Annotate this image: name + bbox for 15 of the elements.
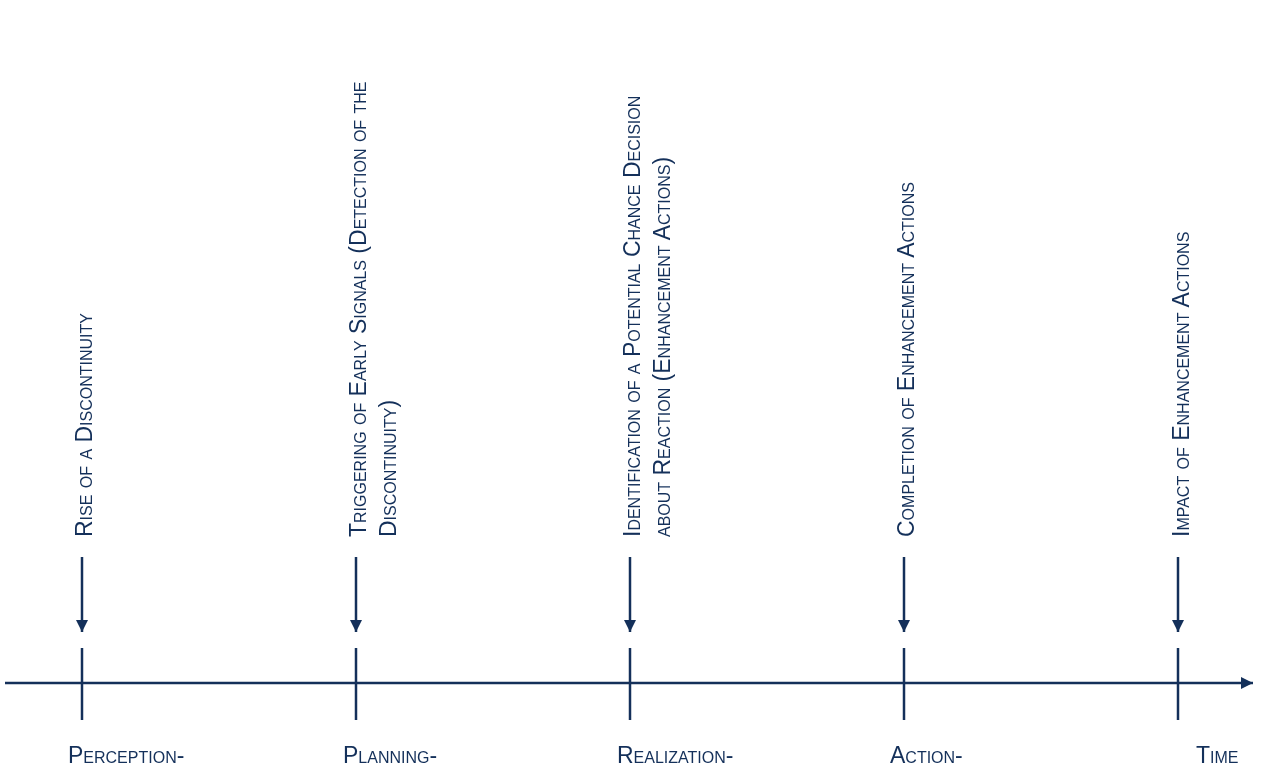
arrow — [349, 557, 363, 632]
event-label: Completion of Enhancement Actions — [891, 0, 921, 537]
phase-label: Action- — [890, 742, 963, 769]
phase-label: Realization- — [617, 742, 734, 769]
event-label: Impact of Enhancement Actions — [1166, 0, 1196, 537]
event-label: Rise of a Discontinuity — [69, 0, 99, 537]
arrow — [75, 557, 89, 632]
arrow — [897, 557, 911, 632]
axis-label: Time — [1196, 742, 1239, 769]
event-label: Triggering of Early Signals (Detection of the Discontinuity) — [343, 67, 403, 537]
phase-label: Planning- — [343, 742, 438, 769]
arrow — [1171, 557, 1185, 632]
phase-label: Perception- — [68, 742, 185, 769]
event-label: Identification of a Potential Chance Decision about Reaction (Enhancement Actions) — [617, 67, 677, 537]
arrow — [623, 557, 637, 632]
